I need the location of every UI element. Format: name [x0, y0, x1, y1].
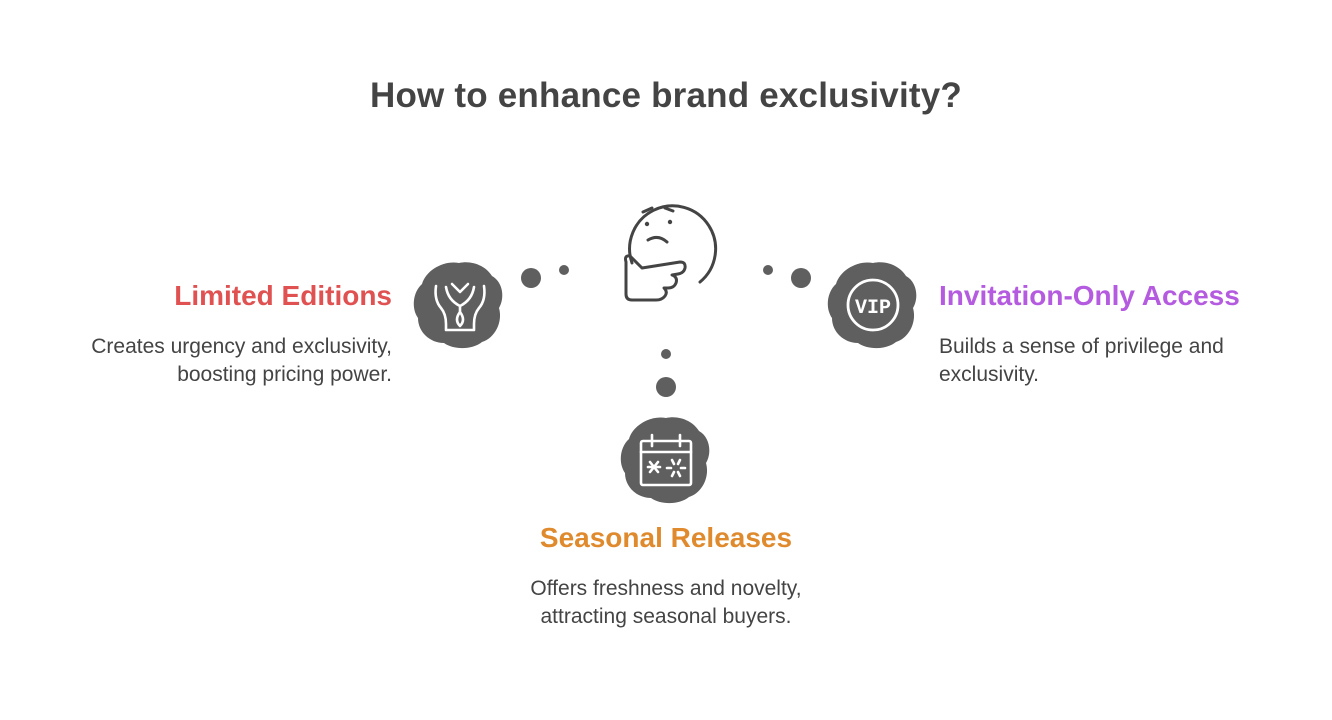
invitation-only-access-node: VIP	[827, 262, 917, 349]
seasonal-releases-node	[620, 417, 710, 504]
diagram-title: How to enhance brand exclusivity?	[369, 76, 962, 115]
connector-dots	[521, 265, 811, 397]
vip-badge-icon: VIP	[846, 278, 900, 332]
limited-editions-node	[413, 262, 503, 349]
description-line: Offers freshness and novelty,	[530, 577, 802, 600]
description-line: Builds a sense of privilege and	[939, 335, 1224, 358]
connector-dot	[661, 349, 671, 359]
description-line: attracting seasonal buyers.	[540, 605, 792, 628]
vip-label: VIP	[855, 297, 891, 320]
connector-dot	[791, 268, 811, 288]
connector-dot	[763, 265, 773, 275]
blob-shape	[620, 417, 710, 504]
option-description-limited-editions: Creates urgency and exclusivity, boostin…	[32, 333, 392, 389]
connector-dot	[559, 265, 569, 275]
description-line: Creates urgency and exclusivity,	[91, 335, 392, 358]
thinking-face-icon	[624, 204, 718, 302]
pendant-necklace-icon	[434, 282, 486, 332]
option-description-seasonal-releases: Offers freshness and novelty, attracting…	[0, 575, 1332, 631]
option-description-invitation-only-access: Builds a sense of privilege and exclusiv…	[939, 333, 1269, 389]
option-title-limited-editions: Limited Editions	[174, 280, 392, 311]
blob-shape	[827, 262, 917, 349]
connector-dot	[521, 268, 541, 288]
calendar-fireworks-icon	[639, 433, 693, 487]
description-line: boosting pricing power.	[177, 363, 392, 386]
connector-dot	[656, 377, 676, 397]
description-line: exclusivity.	[939, 363, 1039, 386]
option-title-invitation-only-access: Invitation-Only Access	[939, 280, 1240, 311]
option-title-seasonal-releases: Seasonal Releases	[539, 522, 793, 553]
